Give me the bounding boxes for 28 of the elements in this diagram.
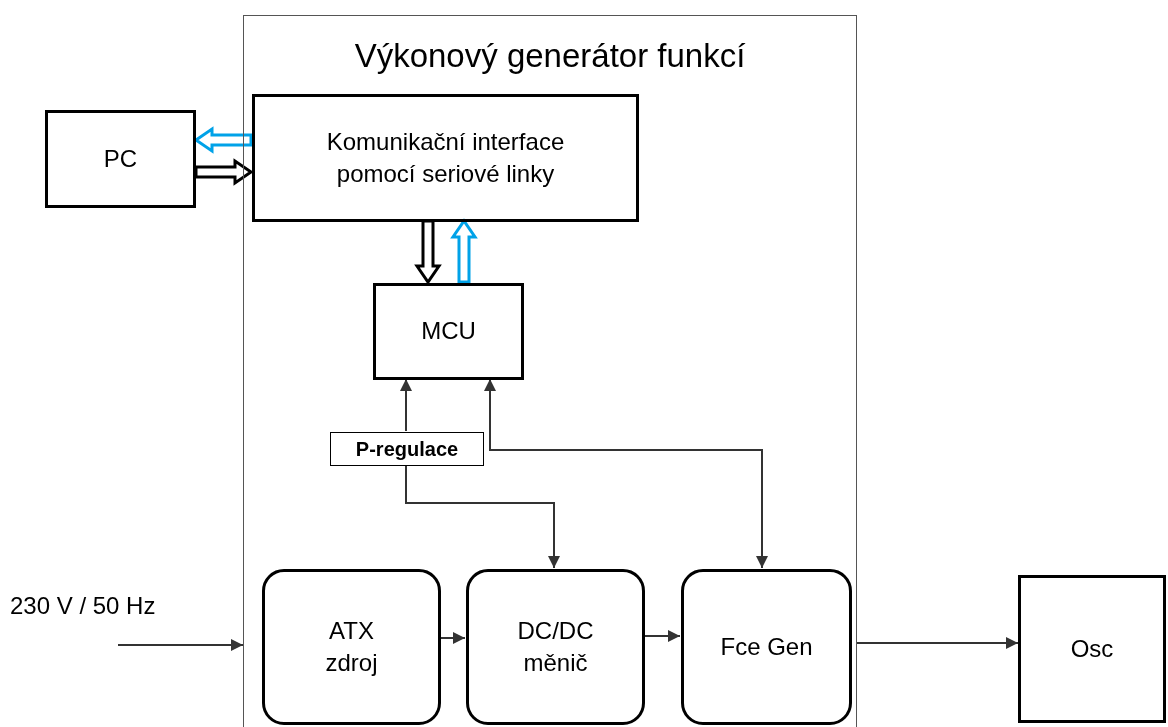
box-label: Osc: [1070, 633, 1114, 664]
process-box: [681, 569, 852, 725]
arrow: [484, 378, 768, 569]
process-box: [262, 569, 441, 725]
arrow: [643, 630, 681, 642]
system-frame: [243, 15, 857, 727]
arrow: [405, 464, 560, 569]
block-arrow: [194, 158, 254, 186]
block-arrow: [193, 126, 253, 154]
box-label: DC/DC měnič: [516, 615, 595, 678]
arrow: [400, 378, 412, 432]
box-label: Komunikační interface pomocí seriové linky: [325, 126, 566, 189]
arrow: [439, 632, 466, 644]
process-box: [252, 94, 639, 222]
block-arrow: [414, 219, 442, 285]
process-box: [45, 110, 196, 208]
process-box: [1018, 575, 1166, 723]
process-box: [466, 569, 645, 725]
box-label: P-regulace: [355, 436, 459, 462]
arrow: [117, 639, 244, 651]
process-box: [373, 283, 524, 380]
box-label: PC: [103, 143, 138, 174]
label-box: [330, 432, 484, 466]
arrow: [856, 637, 1019, 649]
frame-title: Výkonový generátor funkcí: [354, 36, 746, 76]
box-label: ATX zdroj: [324, 615, 379, 678]
box-label: MCU: [421, 316, 476, 347]
box-label: Fce Gen: [720, 631, 813, 662]
